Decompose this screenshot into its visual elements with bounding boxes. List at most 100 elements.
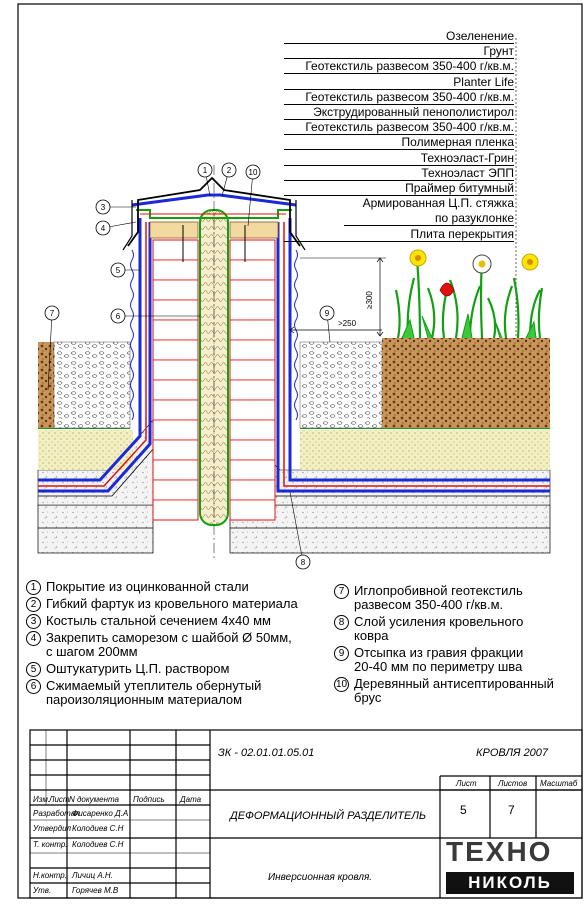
brick [229,439,276,461]
layer-label: Экструдированный пенополистирол [313,105,514,119]
layer-rule [284,149,514,151]
callout-number: 3 [101,203,106,212]
head-sign: Подпись [133,795,165,804]
legend-text: Гибкий фартук из кровельного материала [46,596,298,611]
legend-text: Слой усиления кровельного [354,614,524,629]
legend-text: развесом 350-400 г/кв.м. [354,597,504,612]
sheets-label: Листов [498,779,528,788]
brick [152,399,199,421]
layer-rule [284,179,514,181]
layer-label: Грунт [483,44,515,59]
dim-height: ≥300 [365,291,374,309]
callout-number: 4 [101,224,106,233]
callout-circle [110,262,126,278]
brick [229,279,276,301]
brick [229,379,276,401]
callout-number: 5 [116,266,121,275]
brick [229,319,276,341]
callout-number: 1 [203,166,208,175]
layer-label: Геотекстиль развесом 350-400 г/кв.м. [305,89,514,104]
brick [152,379,199,401]
legend-text: Отсыпка из гравия фракции [354,645,524,660]
stamp-role: Утв. [33,886,52,895]
brick [152,259,199,281]
brick [229,419,276,441]
callout-circle [197,162,213,178]
layer-label: Озеленение [446,29,514,43]
legend-text: Иглопробивной геотекстиль [354,583,523,598]
legend-number: 5 [26,662,41,677]
brick [152,319,199,341]
brick [152,239,199,261]
plants [394,249,544,339]
layer-rule [284,73,514,75]
brick [152,359,199,381]
callout-circle [44,305,60,321]
callout-number: 6 [116,312,121,321]
brick [229,339,276,361]
legend-number: 9 [334,646,349,661]
layer-label: Плита перекрытия [410,226,514,241]
legend-text: Оштукатурить Ц.П. раствором [46,661,230,676]
callout-leader [289,491,304,563]
layer-label: Техноэласт-Грин [420,150,514,165]
brick [229,239,276,261]
brick [152,439,199,461]
layer-label: по разуклонке [435,211,514,226]
legend-number: 8 [334,615,349,630]
legend-text: Костыль стальной сечением 4x40 мм [46,613,271,628]
sheet-label: Лист [456,779,477,788]
stamp-name: Личиц А.Н. [72,871,113,880]
layer-rule [284,119,514,120]
callout-circle [245,164,261,180]
legend-text: с шагом 200мм [46,644,138,659]
brick [152,459,199,481]
brick [229,299,276,321]
legend-text: брус [354,690,382,705]
brick [152,419,199,441]
stamp-name: Горячев М.В [72,886,119,895]
stamp-role: Утвердил [33,824,72,833]
layer-label: Геотекстиль развесом 350-400 г/кв.м. [305,120,514,135]
layer-rule [284,240,514,242]
callout-number: 9 [325,309,330,318]
head-date: Дата [180,795,202,804]
callout-circle [95,199,111,215]
legend-number: 6 [26,679,41,694]
legend-text: Закрепить саморезом с шайбой Ø 50мм, [46,630,292,645]
callout-number: 8 [301,558,306,567]
layer-label: Техноэласт ЭПП [421,165,514,180]
layer-rule [284,43,514,44]
scale-label: Масштаб [540,779,578,788]
sheets-count: 7 [508,803,515,817]
legend-number: 10 [334,677,349,692]
layer-rule [284,195,514,196]
stamp-role: Разработал [33,809,80,818]
brick [152,479,199,501]
legend-number: 3 [26,614,41,629]
legend-text: 20-40 мм по периметру шва [354,659,523,674]
logo-tekhno: ТЕХНО [446,836,553,867]
callout-number: 2 [227,166,232,175]
layer-label: Полимерная пленка [401,135,514,150]
stamp-role: Т. контр. [33,840,68,849]
brick [229,499,276,521]
callout-circle [295,554,311,570]
layer-rule [344,225,514,227]
legend-number: 4 [26,631,41,646]
layer-rule [284,88,514,90]
head-doc: N документа [69,795,120,804]
legend-text: Деревянный антисептированный [354,676,554,691]
legend-number: 1 [26,580,41,595]
legend-text: ковра [354,628,389,643]
layer-label: Геотекстиль развесом 350-400 г/кв.м. [305,59,514,74]
dim-width: >250 [338,319,357,328]
legend-number: 7 [334,584,349,599]
brick [152,299,199,321]
callout-circle [221,162,237,178]
doc-title: ДЕФОРМАЦИОННЫЙ РАЗДЕЛИТЕЛЬ [230,810,427,822]
layer-rule [284,164,514,166]
stamp-role: Н.контр. [33,871,67,880]
layer-label: Праймер битумный [405,181,514,195]
doc-code: ЗК - 02.01.01.05.01 [218,747,315,759]
